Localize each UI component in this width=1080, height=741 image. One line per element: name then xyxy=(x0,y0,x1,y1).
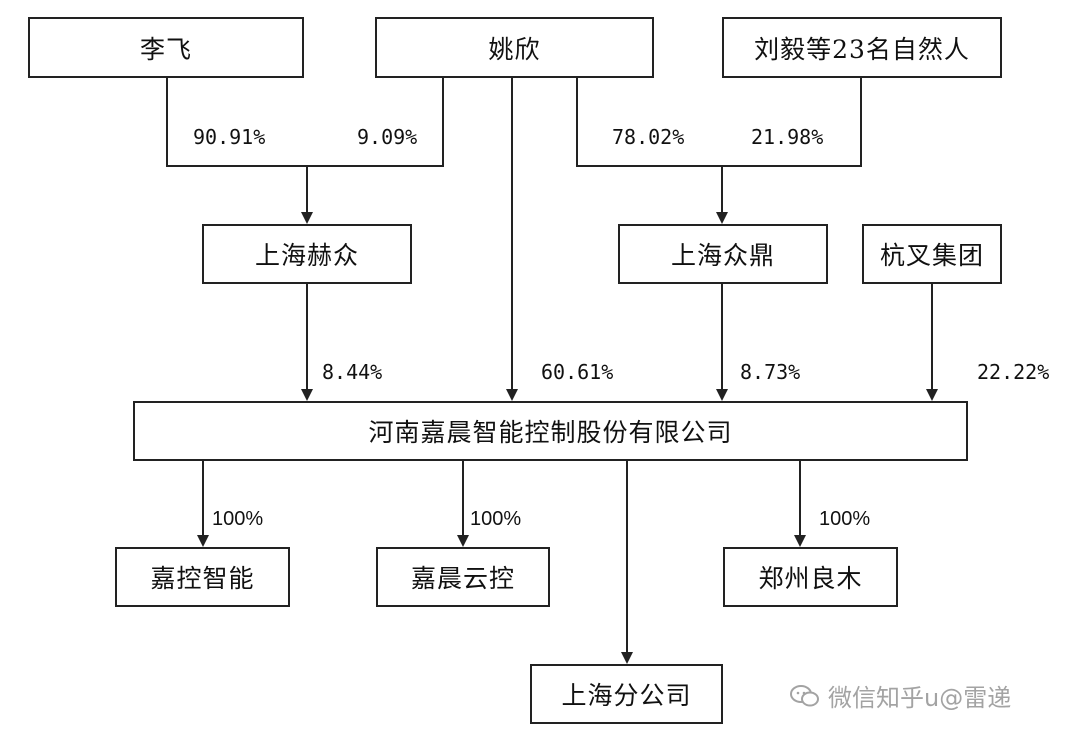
pct-liu-yi-to-zhongding: 21.98% xyxy=(751,125,824,149)
watermark-text: 微信知乎u@雷递 xyxy=(828,684,1012,712)
node-jiakong-zhineng: 嘉控智能 xyxy=(115,547,290,607)
wechat-icon xyxy=(790,684,819,706)
pct-yao-xin-to-zhongding: 78.02% xyxy=(612,125,685,149)
pct-hezhong-to-jiachen: 8.44% xyxy=(322,360,383,384)
pct-jiachen-to-jiakong: 100% xyxy=(212,508,264,530)
pct-jiachen-to-liangmu: 100% xyxy=(819,508,871,530)
node-zhengzhou-liangmu: 郑州良木 xyxy=(723,547,898,607)
node-liu-yi-group: 刘毅等23名自然人 xyxy=(722,17,1002,78)
node-shanghai-zhongding: 上海众鼎 xyxy=(618,224,828,284)
watermark: 微信知乎u@雷递 xyxy=(790,678,1011,713)
node-shanghai-hezhong: 上海赫众 xyxy=(202,224,412,284)
line-liu-yi-to-zhongding xyxy=(722,78,862,167)
line-yao-xin-to-zhongding xyxy=(576,78,722,167)
node-shanghai-branch: 上海分公司 xyxy=(530,664,723,724)
node-jiachen-yunkong: 嘉晨云控 xyxy=(376,547,550,607)
node-henan-jiachen: 河南嘉晨智能控制股份有限公司 xyxy=(133,401,968,461)
pct-yao-xin-to-hezhong: 9.09% xyxy=(357,125,418,149)
node-li-fei: 李飞 xyxy=(28,17,304,78)
pct-zhongding-to-jiachen: 8.73% xyxy=(740,360,801,384)
node-yao-xin: 姚欣 xyxy=(375,17,654,78)
line-yao-xin-to-hezhong xyxy=(307,78,444,167)
line-li-fei-to-hezhong xyxy=(166,78,307,167)
pct-yao-xin-to-jiachen: 60.61% xyxy=(541,360,614,384)
node-hangcha-group: 杭叉集团 xyxy=(862,224,1002,284)
pct-jiachen-to-yunkong: 100% xyxy=(470,508,522,530)
pct-li-fei-to-hezhong: 90.91% xyxy=(193,125,266,149)
pct-hangcha-to-jiachen: 22.22% xyxy=(977,360,1050,384)
